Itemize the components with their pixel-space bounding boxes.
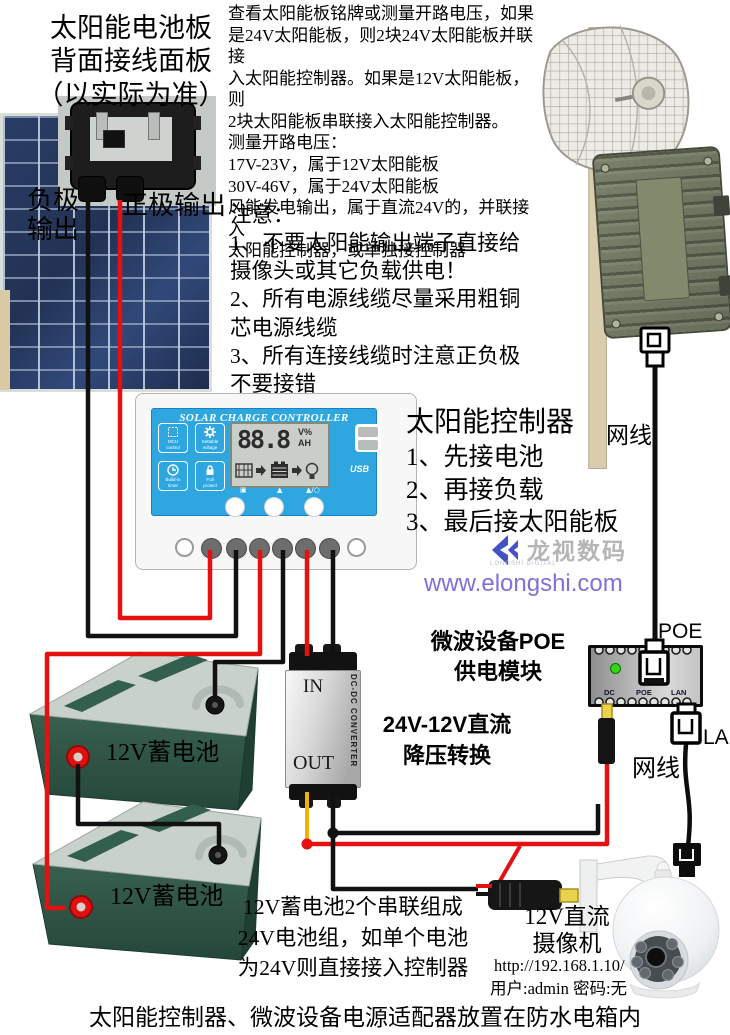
cable-gland-positive: [116, 176, 144, 202]
lan-port-label: LAN: [671, 688, 687, 697]
mount-hole: [175, 538, 194, 557]
wire-battery-negative: [212, 550, 286, 698]
outdoor-microwave-unit: [591, 145, 730, 340]
bulb-icon: [305, 462, 319, 476]
mount-clamp: [718, 275, 730, 297]
network-cable-label-top: 网线: [606, 423, 652, 448]
converter-in-label: IN: [303, 676, 324, 697]
grid-antenna-illustration: [542, 25, 690, 469]
terminal-solar-minus: [226, 538, 247, 559]
junction-positive: [301, 838, 313, 850]
load-indicator-glyph: ▣: [240, 486, 247, 494]
terminal-solar-plus: [201, 538, 222, 559]
controller-step-2: 2、再接负载: [406, 477, 544, 504]
camera-url: http://192.168.1.10/: [494, 956, 625, 975]
usb-output-ports: [355, 424, 381, 452]
battery2-label: 12V蓄电池: [110, 884, 224, 910]
camera-dome: [612, 876, 720, 984]
unit-label-plate: [635, 176, 690, 302]
built-in-timer-button: Build-in timer: [158, 461, 188, 491]
cable-gland-negative: [78, 176, 106, 202]
lan-label: LAN: [703, 726, 730, 749]
rj45-plug-camera: [673, 843, 701, 877]
battery-indicator-glyph: ▲: [277, 486, 283, 494]
dc-port-label: DC: [604, 688, 615, 697]
dc-plug-poe: [598, 703, 615, 764]
lcd-unit-ah: AH: [298, 438, 311, 448]
terminal-load-minus: [319, 538, 340, 559]
solar-charge-controller: SOLAR CHARGE CONTROLLER MCU control Sett…: [135, 393, 417, 570]
mount-hole: [347, 538, 366, 557]
negative-output-label: 负极 输出: [27, 186, 80, 245]
terminal-battery-plus: [249, 538, 270, 559]
ir-leds: [631, 938, 684, 981]
output-terminal: [327, 798, 341, 808]
wire-battery-series-link: [75, 764, 222, 848]
lcd-flow-icons: [235, 461, 319, 479]
controller-round-button: [264, 497, 284, 517]
watermark-subtitle: LONGSHI DIGITAL: [490, 561, 557, 567]
panel-edge: [0, 290, 10, 390]
poe-injector-module: DC POE LAN: [588, 645, 703, 707]
power-led: [610, 663, 621, 674]
lcd-display: 88.8 V% AH: [230, 422, 330, 488]
mcu-control-button: MCU control: [158, 423, 188, 453]
controller-step-1: 1、先接电池: [406, 444, 544, 471]
battery-2: [33, 802, 261, 960]
junction-box-photo: [58, 96, 216, 206]
rj45-plug-lan-port: [670, 702, 702, 745]
poe-port-label: POE: [636, 688, 652, 697]
arrow-icon: [292, 465, 302, 476]
controller-round-button: [225, 497, 245, 517]
poe-module-label: 微波设备POE 供电模块: [430, 629, 566, 684]
converter-side-label: DC-DC CONVERTER: [349, 674, 358, 768]
camera-lens: [645, 946, 667, 968]
camera-label: 12V直流 摄像机: [524, 904, 610, 957]
poe-label: POE: [658, 620, 703, 643]
mcu-icon: [168, 427, 178, 438]
controller-round-button: [304, 497, 324, 517]
network-cable-lan-to-camera: [682, 743, 692, 847]
controller-heading: 太阳能控制器: [406, 407, 575, 438]
wire-negative-to-camera: [330, 833, 478, 892]
watermark-chevron-logo: [492, 535, 518, 565]
converter-out-label: OUT: [293, 752, 335, 774]
settable-voltage-button: Settable voltage: [195, 423, 225, 453]
converter-caption: 24V-12V直流 降压转换: [382, 712, 512, 768]
positive-output-label: 正极输出: [122, 191, 227, 220]
battery-note: 12V蓄电池2个串联组成 24V电池组，如单个电池 为24V则直接接入控制器: [237, 895, 469, 981]
camera-credentials: 用户:admin 密码:无: [490, 979, 628, 998]
dcdc-converter: IN OUT DC-DC CONVERTER: [283, 644, 363, 810]
watermark-url: www.elongshi.com: [424, 570, 623, 597]
lcd-value: 88.8: [237, 425, 291, 454]
terminal-battery-minus: [272, 538, 293, 559]
output-terminal: [299, 798, 313, 808]
controller-step-3: 3、最后接太阳能板: [406, 509, 619, 536]
arrow-icon: [256, 465, 266, 476]
lock-icon: [206, 465, 214, 476]
notice-block: 注意： 1、不要太阳能输出端子直接给 摄像头或其它负载供电！ 2、所有电源线缆尽…: [230, 203, 521, 396]
wire-battery-positive: [44, 550, 263, 911]
gear-icon: [204, 426, 216, 439]
usb-label: USB: [350, 464, 370, 474]
footer-caption: 太阳能控制器、微波设备电源适配器放置在防水电箱内: [89, 1005, 641, 1030]
mount-clamp: [712, 195, 730, 217]
mode-indicator-glyph: ▲/○: [306, 486, 320, 494]
clock-icon: [167, 464, 179, 477]
battery1-label: 12V蓄电池: [106, 740, 220, 766]
lcd-unit-volts: V%: [298, 427, 313, 437]
battery-1: [30, 652, 258, 810]
watermark-brand: 龙视数码: [527, 538, 627, 564]
intro-paragraph: 查看太阳能板铭牌或测量开路电压，如果 是24V太阳能板，则2块24V太阳能板并联…: [228, 4, 534, 261]
wire-negative-branch: [333, 804, 601, 836]
network-cable-label-bottom: 网线: [632, 756, 680, 782]
wire-12v-to-camera-plug: [495, 845, 522, 887]
terminal-load-plus: [295, 538, 316, 559]
full-protect-button: Full protect: [195, 461, 225, 491]
junction-negative: [327, 827, 339, 839]
panel-title: 太阳能电池板 背面接线面板 （以实际为准）: [36, 13, 226, 110]
